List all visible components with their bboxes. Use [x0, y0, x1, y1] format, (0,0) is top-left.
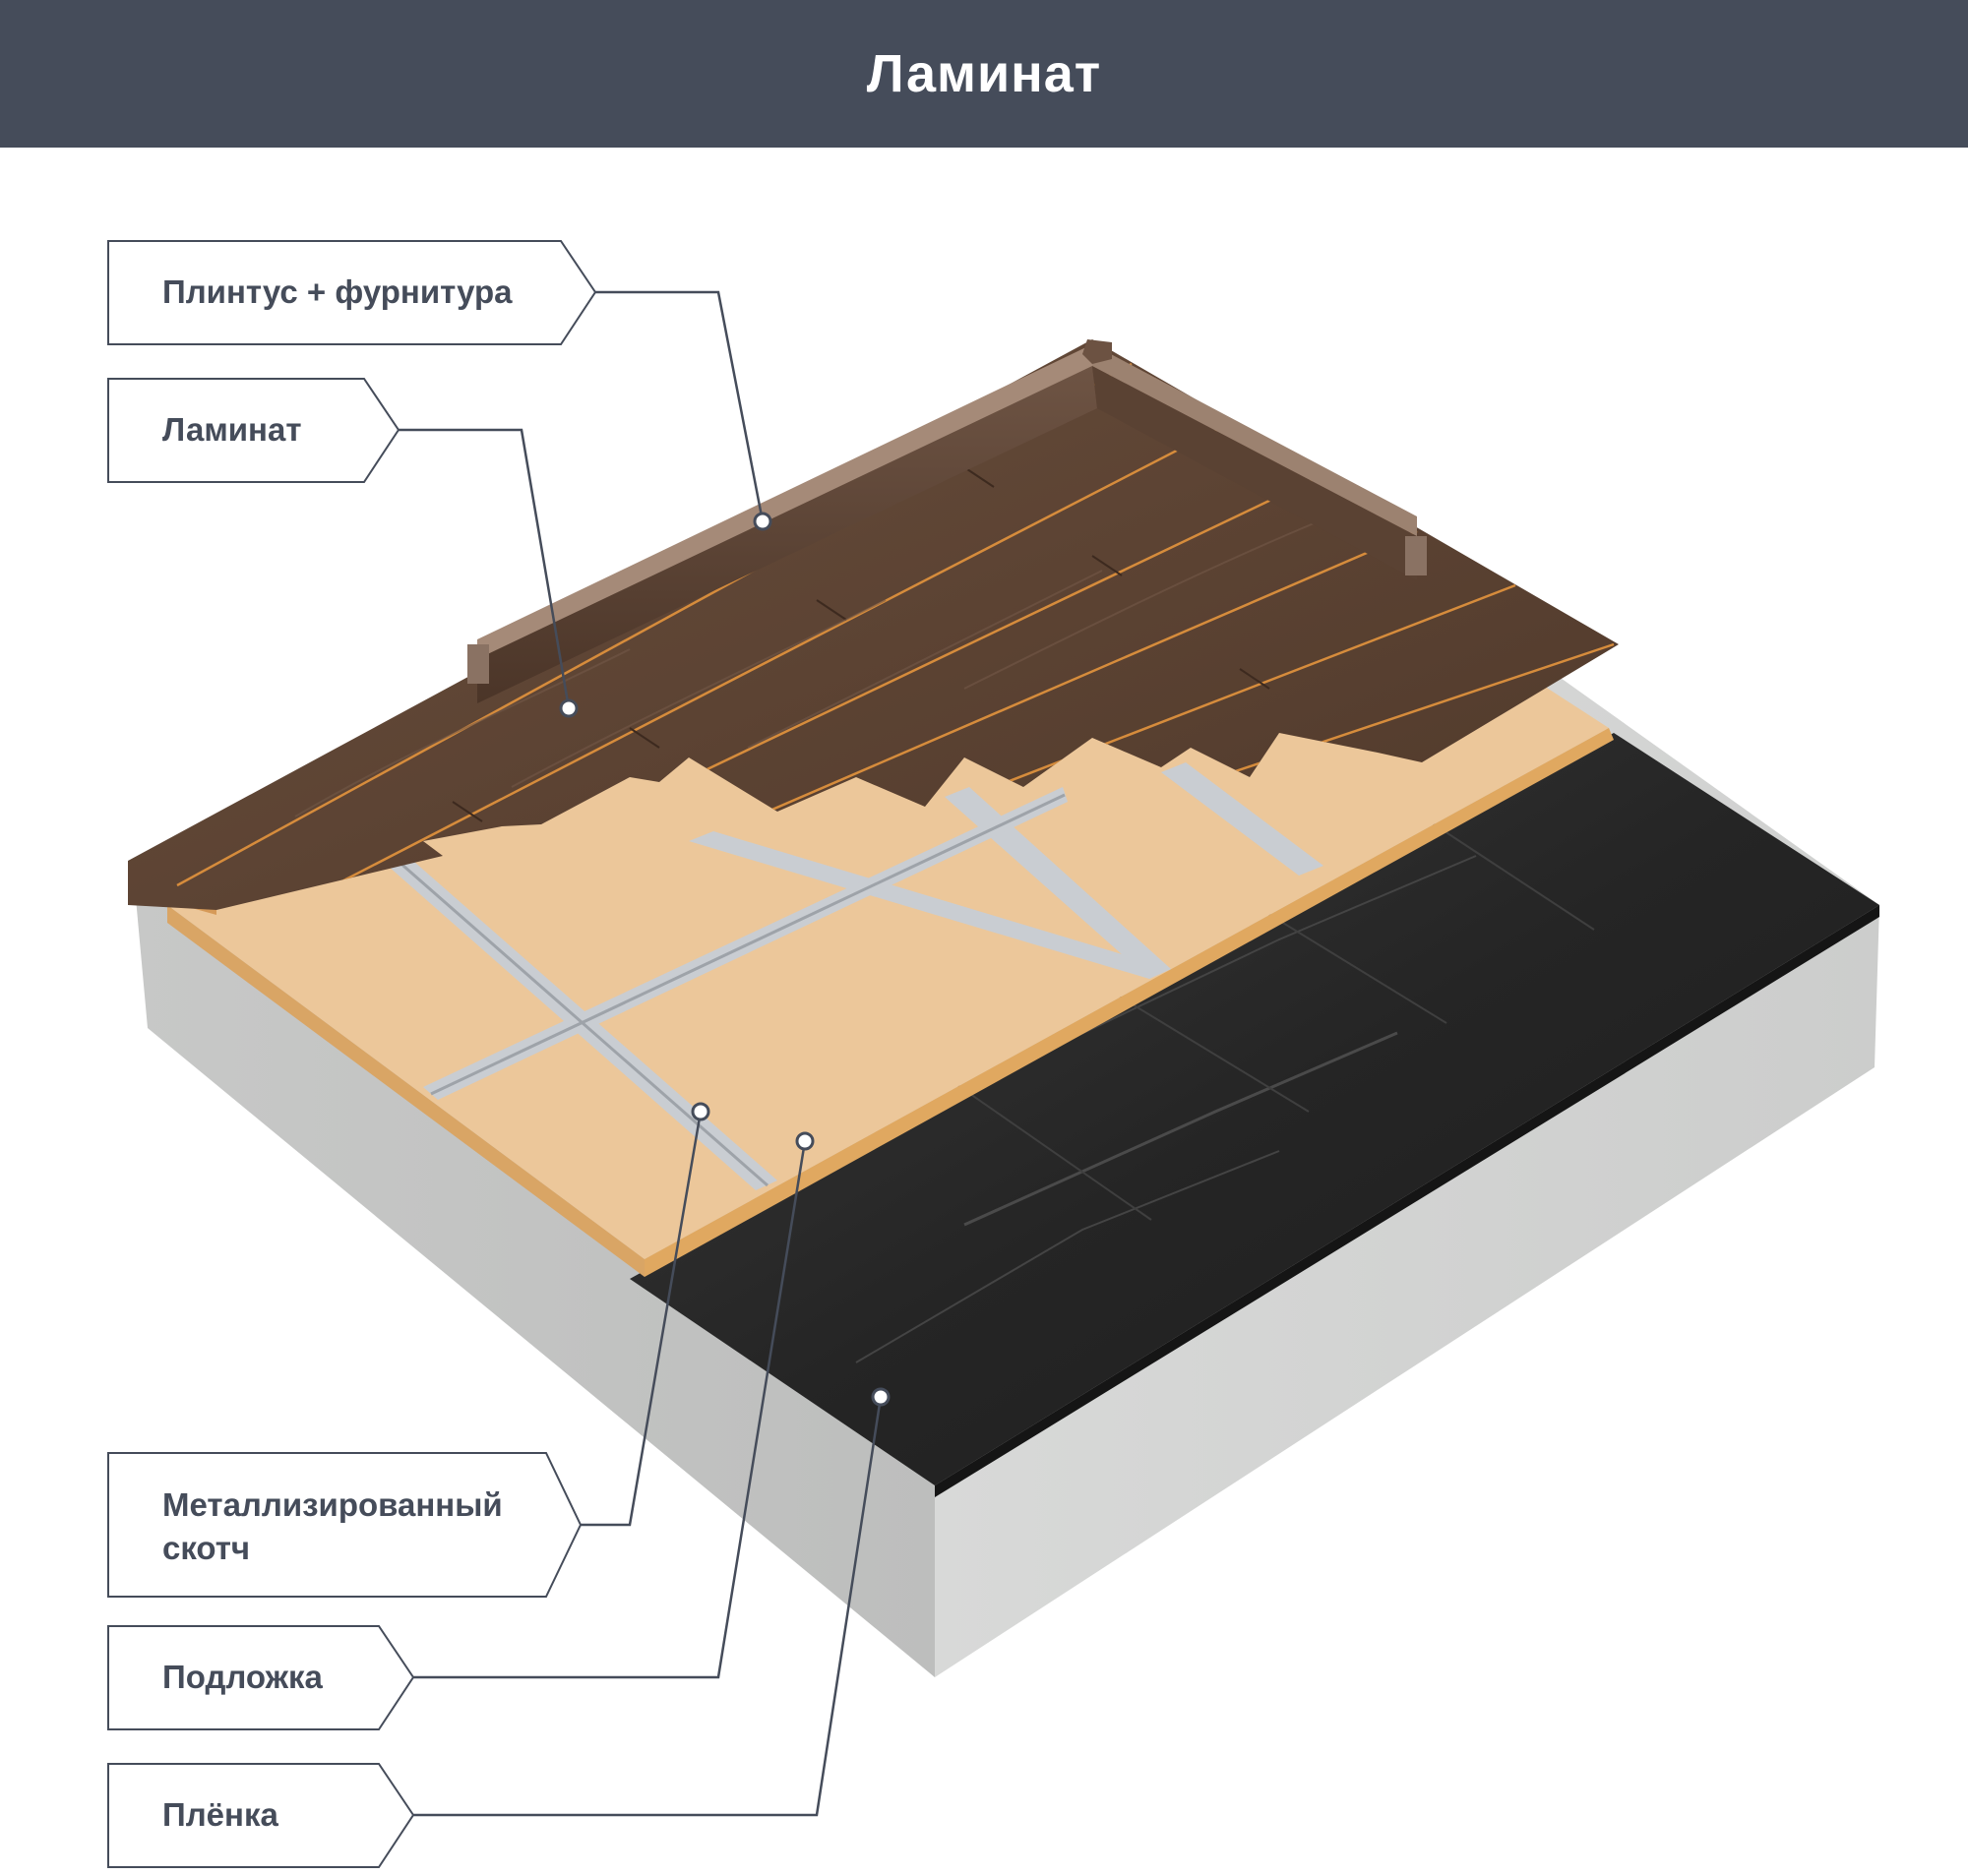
film-layer: [630, 733, 1879, 1497]
plinth-clip-left: [467, 644, 489, 684]
leader-underlay: [413, 1140, 807, 1679]
label-box-film: [107, 1763, 415, 1868]
label-box-laminate: [107, 378, 400, 483]
label-box-plinth: [107, 240, 597, 345]
page-title: Ламинат: [866, 44, 1102, 103]
marker-film: [871, 1387, 891, 1407]
marker-laminate: [559, 698, 579, 718]
label-tape-line1: Металлизированный: [162, 1486, 503, 1523]
marker-tape: [691, 1102, 710, 1121]
label-box-underlay: [107, 1625, 415, 1730]
concrete-right-face: [935, 905, 1879, 1677]
label-underlay: Подложка: [162, 1659, 323, 1695]
leader-lines: [399, 290, 883, 1817]
label-tape-line2: скотч: [162, 1530, 251, 1566]
leader-laminate: [399, 428, 571, 709]
header-bar: Ламинат: [0, 0, 1968, 148]
label-boxes: [107, 240, 597, 1868]
plinth-clip-right: [1405, 536, 1427, 575]
leader-film: [413, 1396, 883, 1817]
marker-dots: [559, 512, 891, 1407]
marker-plinth: [753, 512, 772, 531]
plinth: [467, 339, 1427, 703]
leader-plinth: [595, 290, 765, 522]
label-film: Плёнка: [162, 1796, 278, 1833]
label-laminate: Ламинат: [162, 411, 302, 448]
label-box-tape: [107, 1452, 583, 1598]
marker-underlay: [795, 1131, 815, 1151]
metal-tape-strips: [354, 762, 1323, 1190]
concrete-front-face: [133, 866, 935, 1677]
label-plinth: Плинтус + фурнитура: [162, 273, 513, 310]
leader-tape: [581, 1111, 703, 1527]
